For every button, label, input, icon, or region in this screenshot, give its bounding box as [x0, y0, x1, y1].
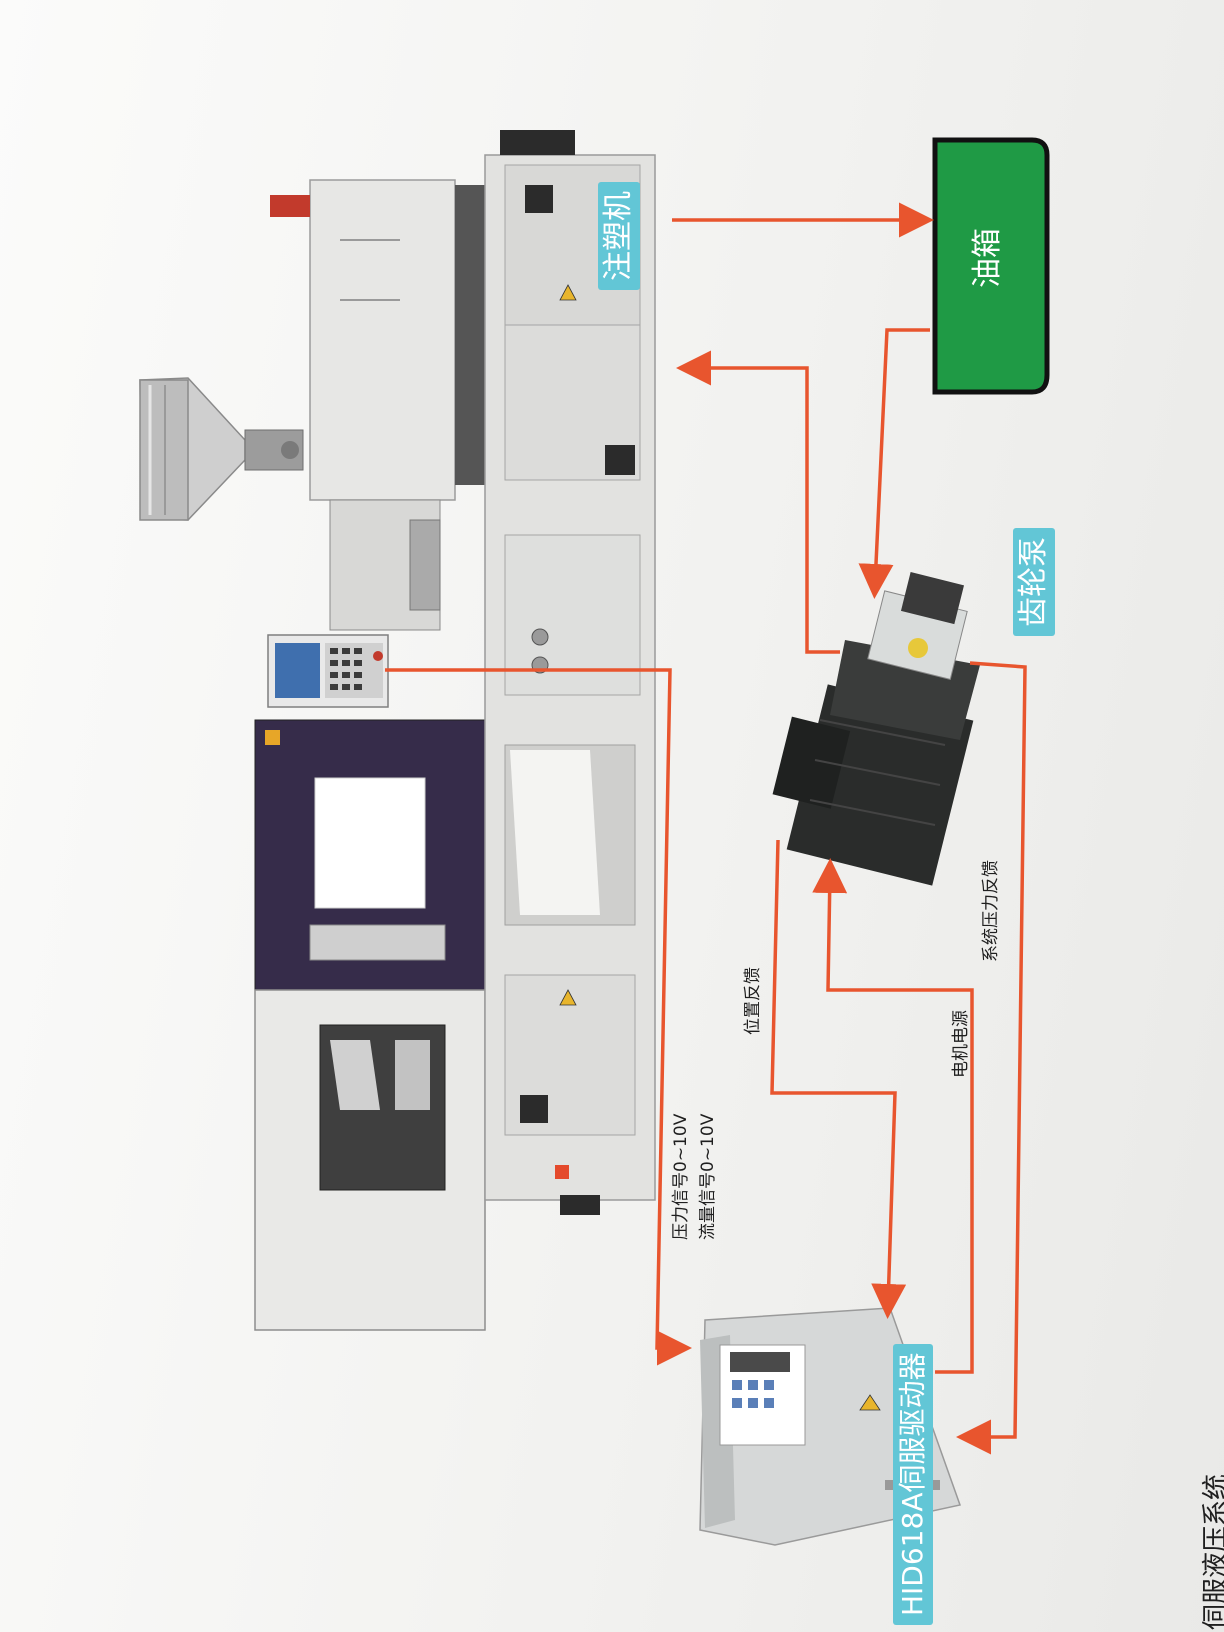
arrow-pump-to-machine: [676, 350, 840, 654]
arrow-pressure-feedback: [956, 661, 1027, 1455]
pressure-signal-label: 压力信号0~10V: [671, 1113, 691, 1240]
system-pressure-feedback-label: 系统压力反馈: [981, 860, 1001, 962]
barrel: [455, 185, 485, 485]
gear-pump-label: 齿轮泵: [1013, 528, 1055, 636]
injection-unit: [309, 179, 456, 501]
oil-tank-label: 油箱: [970, 228, 1005, 288]
connection-arrows: [385, 202, 1027, 1455]
cable-connector: [500, 130, 575, 155]
position-feedback-label: 位置反馈: [743, 967, 763, 1035]
hopper-icon: [139, 377, 304, 521]
machine-label: 注塑机: [598, 182, 640, 290]
arrow-signal-to-drive: [385, 668, 692, 1366]
oil-tank: [932, 137, 1050, 395]
motor-power-label: 电机电源: [951, 1010, 971, 1078]
safety-window: [314, 777, 426, 909]
arrow-motor-power: [812, 858, 974, 1374]
nozzle-indicator: [270, 195, 310, 217]
servo-motor-gear-pump: [772, 572, 980, 886]
control-panel: [267, 634, 389, 708]
arrow-tank-to-pump: [858, 328, 930, 599]
drive-label: HID618A伺服驱动器: [893, 1343, 933, 1625]
arrow-position-feedback: [770, 839, 907, 1319]
flow-signal-label: 流量信号0~10V: [698, 1113, 718, 1240]
injection-molding-machine: [139, 130, 656, 1331]
bottom-caption: 伺服液压系统: [1201, 1473, 1224, 1630]
